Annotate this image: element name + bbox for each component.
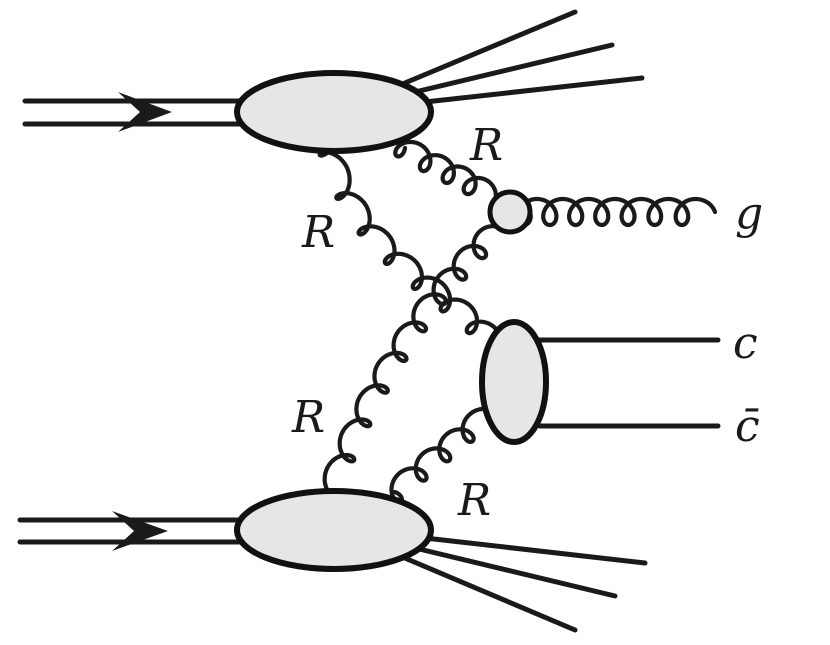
gluon-outgoing-g [515,196,718,228]
gluon-vertex-blob [487,189,533,235]
outgoing-jets-bottom [397,535,648,633]
reggeon-label-bottom-right: R [457,475,491,526]
arrow-icon-top [118,92,172,132]
anticharm-label: c̄ [735,401,760,452]
gluon-lines [317,139,718,504]
outgoing-jets-top [397,9,645,105]
gluon-top-right-to-vertex [393,139,498,203]
reggeon-label-top-left: R [301,207,335,258]
charm-label: c [733,318,758,369]
gluon-bottom-right-to-charm [389,406,493,504]
upper-hadron-blob [234,70,434,154]
incoming-hadron-bottom [17,511,243,551]
gluon-top-left-to-charm [317,147,504,353]
gluon-bottom-left-to-vertex [322,224,503,500]
gluon-label: g [735,188,763,239]
arrow-icon-bottom [112,511,168,551]
incoming-hadron-top [22,92,243,132]
reggeon-label-top-right: R [469,120,503,171]
charm-pair-blob [479,319,549,445]
lower-hadron-blob [234,488,434,572]
reggeon-label-bottom-left: R [291,392,325,443]
